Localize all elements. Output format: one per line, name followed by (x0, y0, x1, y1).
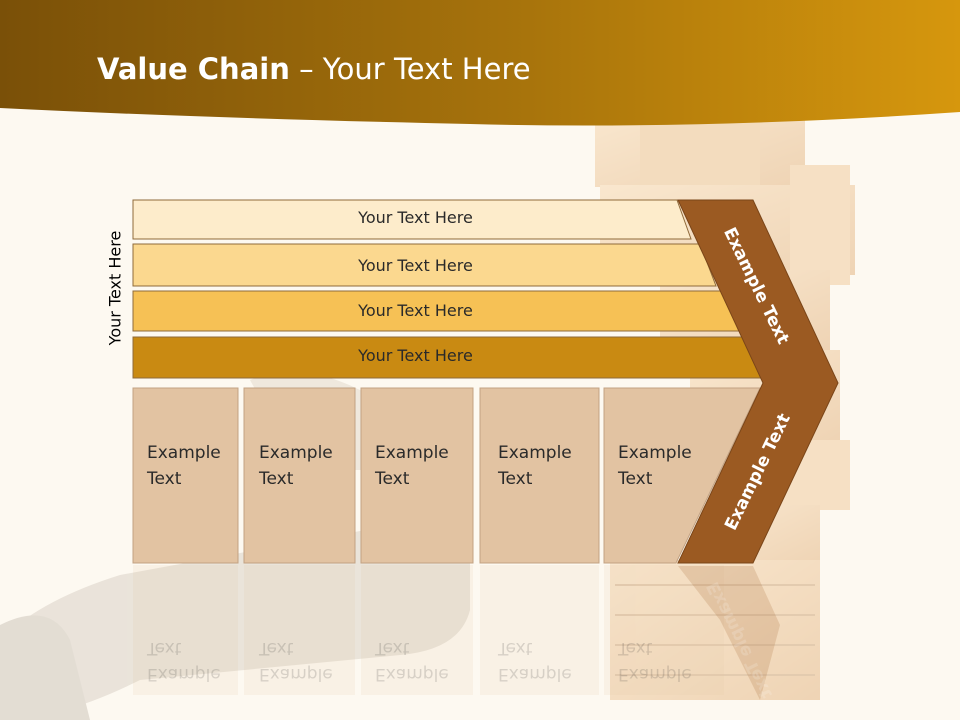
box-4-line2: Text (498, 469, 533, 489)
box-3-line2: Text (375, 469, 410, 489)
bar-2-label: Your Text Here (358, 256, 473, 275)
box-5-line2: Text (618, 469, 653, 489)
header-band (0, 0, 960, 126)
box-4 (479, 387, 600, 564)
box-3-reflect-line1: Example (375, 664, 449, 684)
bar-3-label: Your Text Here (358, 301, 473, 320)
chevron-arrow (677, 199, 839, 564)
box-2 (243, 387, 356, 564)
side-label: Your Text Here (105, 230, 125, 346)
title-bold: Value Chain (97, 52, 290, 86)
box-2-line1: Example (259, 443, 333, 463)
box-5-line1: Example (618, 443, 692, 463)
box-4-line1: Example (498, 443, 572, 463)
bar-4-label: Your Text Here (358, 346, 473, 365)
box-3-line1: Example (375, 443, 449, 463)
title-rest: – Your Text Here (289, 52, 531, 86)
box-2-reflect-line1: Example (259, 664, 333, 684)
bar-2 (132, 243, 717, 287)
box-4-reflection: Example Text (498, 635, 598, 687)
box-5-reflect-line1: Example (618, 664, 692, 684)
box-4-reflect-line1: Example (498, 664, 572, 684)
box-5-reflection: Example Text (618, 635, 718, 687)
box-2-reflect-line2: Text (259, 638, 294, 658)
box-1-line1: Example (147, 443, 221, 463)
box-2-line2: Text (259, 469, 294, 489)
bar-1 (132, 199, 692, 240)
box-5-reflect-line2: Text (618, 638, 653, 658)
box-1-reflect-line2: Text (147, 638, 182, 658)
box-5 (603, 387, 761, 564)
bar-1-label: Your Text Here (358, 208, 473, 227)
box-1-line2: Text (147, 469, 182, 489)
box-4-reflect-line2: Text (498, 638, 533, 658)
box-3-reflect-line2: Text (375, 638, 410, 658)
page-title: Value Chain – Your Text Here (97, 52, 531, 86)
box-3 (360, 387, 474, 564)
box-3-reflection: Example Text (375, 635, 475, 687)
box-1-reflect-line1: Example (147, 664, 221, 684)
box-2-reflection: Example Text (259, 635, 359, 687)
box-1-reflection: Example Text (147, 635, 247, 687)
box-1 (132, 387, 239, 564)
